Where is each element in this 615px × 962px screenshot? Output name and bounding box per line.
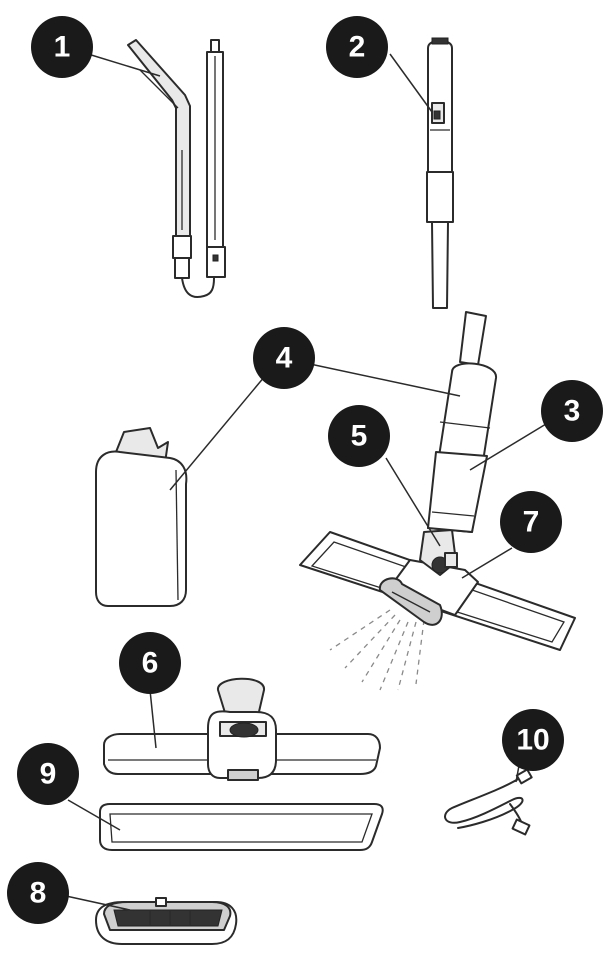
callout-2-label: 2 bbox=[349, 31, 366, 64]
callout-3: 3 bbox=[541, 380, 603, 442]
part-10-usb-cable bbox=[444, 768, 533, 836]
callout-5-label: 5 bbox=[351, 420, 368, 453]
callout-6: 6 bbox=[119, 632, 181, 694]
part-8-scrub-brush bbox=[95, 897, 238, 945]
callout-2: 2 bbox=[326, 16, 388, 78]
part-4-water-tank bbox=[95, 427, 188, 607]
callout-8: 8 bbox=[7, 862, 69, 924]
leader-lines bbox=[65, 53, 547, 911]
part-1-handle-sections bbox=[127, 39, 226, 298]
callout-10: 10 bbox=[502, 709, 564, 771]
assembled-mop bbox=[299, 311, 576, 691]
callout-9: 9 bbox=[17, 743, 79, 805]
callout-1: 1 bbox=[31, 16, 93, 78]
callout-6-label: 6 bbox=[142, 647, 159, 680]
part-6-mop-head bbox=[103, 677, 381, 781]
callout-1-label: 1 bbox=[54, 31, 71, 64]
callout-8-label: 8 bbox=[30, 877, 47, 910]
callout-7: 7 bbox=[500, 491, 562, 553]
callout-7-label: 7 bbox=[523, 506, 540, 539]
part-2-trigger-handle bbox=[426, 37, 454, 309]
part-9-mop-pad bbox=[99, 803, 384, 851]
callout-9-label: 9 bbox=[40, 758, 57, 791]
callout-3-label: 3 bbox=[564, 395, 581, 428]
callout-4-label: 4 bbox=[276, 342, 293, 375]
callout-10-label: 10 bbox=[516, 724, 549, 757]
callout-5: 5 bbox=[328, 405, 390, 467]
callout-4: 4 bbox=[253, 327, 315, 389]
